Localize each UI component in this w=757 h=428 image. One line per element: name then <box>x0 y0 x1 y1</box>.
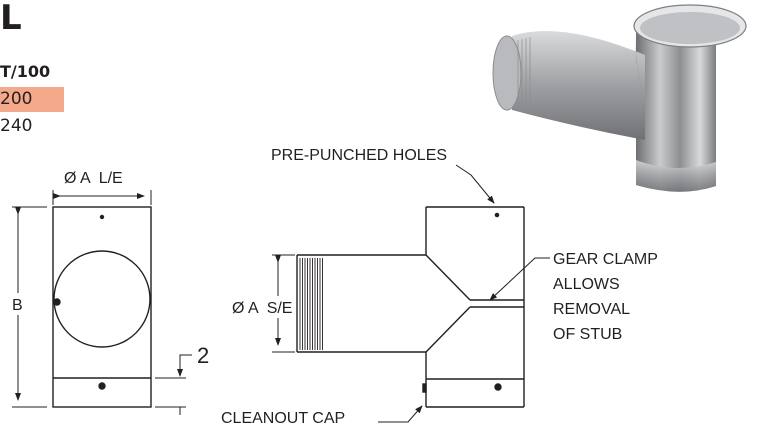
height-label: B <box>12 297 23 314</box>
height-label-bg <box>6 293 30 315</box>
table-row-highlighted: 200 <box>0 87 64 112</box>
band-height-label: 2 <box>197 343 209 368</box>
section-heading: L <box>0 0 22 38</box>
gear-clamp-label-line-1: GEAR CLAMP <box>553 251 658 268</box>
cleanout-cap-label: CLEANOUT CAP <box>221 410 345 427</box>
gear-clamp-label-line-2: ALLOWS <box>553 276 620 293</box>
gear-clamp-label-line-3: REMOVAL <box>553 301 630 318</box>
side-diameter-label: Ø A L/E <box>64 170 123 187</box>
stub-diameter-label: Ø A S/E <box>232 300 292 317</box>
table-row: 240 <box>0 116 33 136</box>
stub-label-bg <box>270 296 296 318</box>
pre-punched-holes-label: PRE-PUNCHED HOLES <box>271 147 447 164</box>
table-column-header: T/100 <box>0 62 51 81</box>
gear-clamp-label-line-4: OF STUB <box>553 326 622 343</box>
side-view-drawing <box>12 190 192 415</box>
front-view-drawing <box>272 164 550 423</box>
product-photo <box>492 4 747 192</box>
